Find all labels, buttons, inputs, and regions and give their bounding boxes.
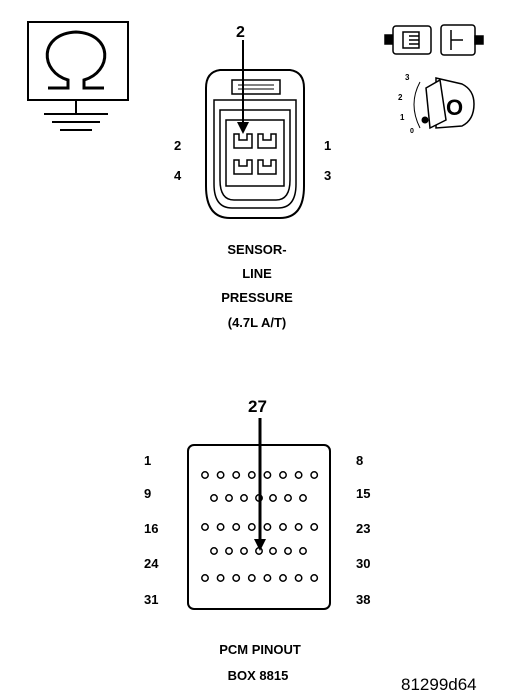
pcm-caption-line-2: BOX 8815	[228, 668, 289, 683]
pcm-pin	[310, 523, 319, 531]
sensor-probe-arrow	[237, 40, 249, 134]
sensor-caption-line-4: (4.7L A/T)	[228, 315, 287, 330]
pcm-caption: PCM PINOUT BOX 8815	[219, 642, 301, 683]
pcm-row-label-left: 31	[144, 592, 158, 607]
pcm-row-label-left: 16	[144, 521, 158, 536]
pcm-pin	[279, 471, 287, 479]
figure-id: 81299d64	[401, 675, 477, 694]
pcm-pin	[310, 574, 319, 582]
sensor-caption-line-3: PRESSURE	[221, 290, 293, 305]
pcm-pin	[263, 471, 272, 479]
pcm-row-label-left: 1	[144, 453, 151, 468]
disconnected-connector-icon	[384, 24, 484, 56]
pcm-pin	[284, 547, 292, 555]
sensor-caption-line-2: LINE	[242, 266, 272, 281]
sensor-pin-label-3: 3	[324, 168, 331, 183]
pcm-pin	[299, 494, 307, 502]
pcm-pin	[216, 471, 225, 479]
pcm-pin	[299, 547, 307, 555]
pcm-row-label-left: 9	[144, 486, 151, 501]
sensor-pin-label-2: 2	[174, 138, 181, 153]
pcm-pin	[232, 471, 241, 479]
pcm-pin	[279, 574, 287, 582]
pcm-pin	[269, 494, 277, 502]
ohmmeter-ground-icon	[27, 21, 129, 131]
pcm-pin	[294, 574, 303, 582]
pcm-pin	[247, 574, 256, 582]
ignition-key-letter: O	[446, 95, 463, 120]
pcm-pin	[201, 523, 209, 531]
pcm-row-label-left: 24	[144, 556, 159, 571]
pcm-pin	[201, 471, 209, 479]
pcm-row-label-right: 8	[356, 453, 363, 468]
ignition-position-2: 2	[398, 93, 403, 102]
pcm-pin-grid	[201, 471, 319, 582]
ignition-position-3: 3	[405, 73, 410, 82]
sensor-caption-line-1: SENSOR-	[227, 242, 286, 257]
pcm-row-label-right: 15	[356, 486, 370, 501]
pcm-pin	[284, 494, 292, 502]
pcm-row-labels: 1 8 9 15 16 23 24 30 31 38	[144, 453, 370, 607]
pcm-pin	[210, 494, 218, 502]
pcm-pin	[210, 547, 218, 555]
sensor-pointer-pin-label: 2	[236, 24, 245, 41]
pcm-pin	[216, 574, 225, 582]
sensor-pin-label-4: 4	[174, 168, 182, 183]
pcm-pin	[201, 574, 209, 582]
pcm-pin	[247, 471, 256, 479]
pcm-row-label-right: 38	[356, 592, 370, 607]
pcm-pin	[294, 523, 303, 531]
pcm-pin	[247, 523, 256, 531]
ignition-position-1: 1	[400, 113, 405, 122]
pcm-pin	[310, 471, 319, 479]
pcm-pin	[216, 523, 225, 531]
pcm-row-label-right: 23	[356, 521, 370, 536]
pcm-probe-arrow	[254, 418, 266, 551]
pcm-pin	[225, 547, 233, 555]
pcm-pin	[294, 471, 303, 479]
pcm-pin	[240, 494, 248, 502]
sensor-caption: SENSOR- LINE PRESSURE (4.7L A/T)	[221, 242, 293, 330]
sensor-pin-label-1: 1	[324, 138, 331, 153]
pcm-pin	[232, 574, 241, 582]
pcm-caption-line-1: PCM PINOUT	[219, 642, 301, 657]
pcm-row-label-right: 30	[356, 556, 370, 571]
ignition-position-0: 0	[410, 128, 414, 135]
pcm-pin	[269, 547, 277, 555]
pcm-pin	[263, 574, 272, 582]
ignition-key-off-icon: 3 2 1 0 O	[398, 73, 475, 135]
pcm-pointer-pin-label: 27	[248, 397, 267, 416]
pcm-pin	[240, 547, 248, 555]
pcm-pin	[279, 523, 287, 531]
pcm-pin	[232, 523, 241, 531]
sensor-connector	[205, 69, 305, 219]
pcm-pin	[263, 523, 272, 531]
pcm-pin	[225, 494, 233, 502]
